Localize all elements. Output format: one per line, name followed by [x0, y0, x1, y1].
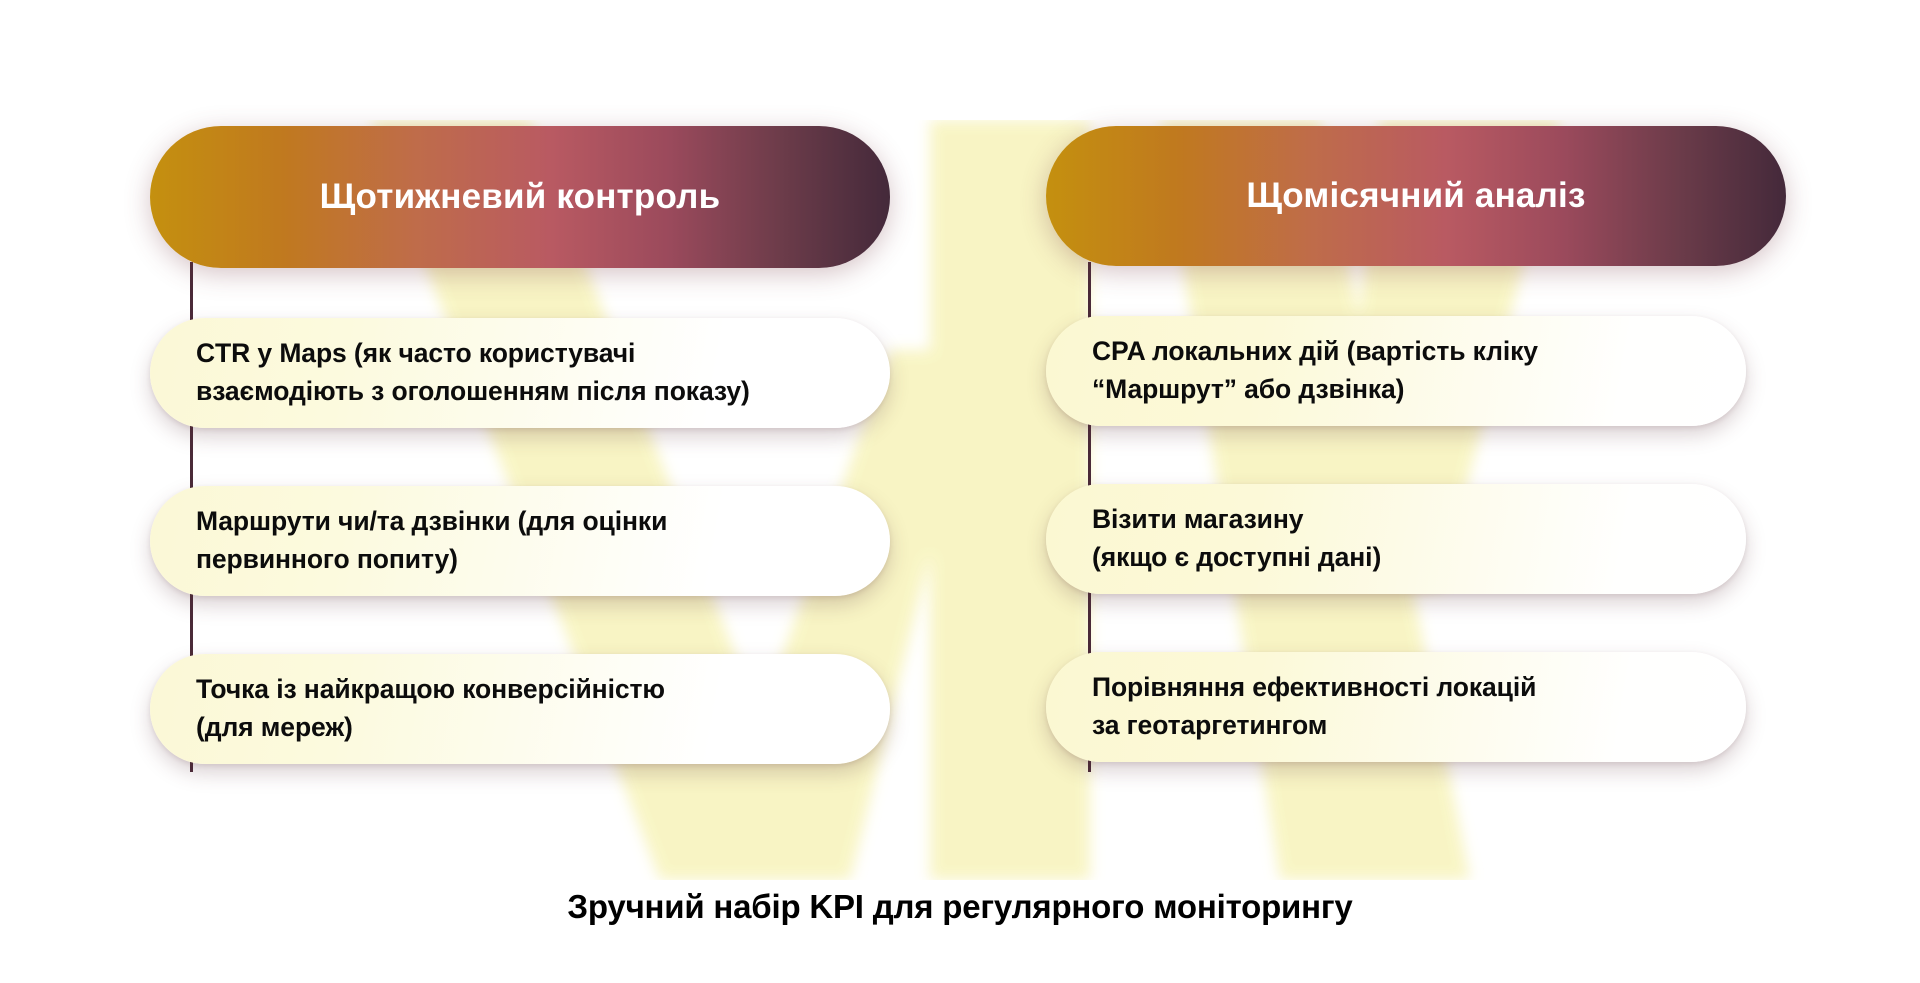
kpi-card[interactable]: Маршрути чи/та дзвінки (для оцінки перви…	[150, 486, 890, 596]
kpi-card[interactable]: CTR у Maps (як часто користувачі взаємод…	[150, 318, 890, 428]
kpi-card-text: Порівняння ефективності локацій за геота…	[1092, 672, 1537, 740]
kpi-card[interactable]: CPA локальних дій (вартість кліку “Маршр…	[1046, 316, 1746, 426]
kpi-card[interactable]: Візити магазину (якщо є доступні дані)	[1046, 484, 1746, 594]
column-header-weekly[interactable]: Щотижневий контроль	[150, 126, 890, 268]
kpi-card-text: CPA локальних дій (вартість кліку “Маршр…	[1092, 336, 1538, 404]
column-monthly: Щомісячний аналіз CPA локальних дій (вар…	[1046, 126, 1786, 762]
column-weekly: Щотижневий контроль CTR у Maps (як часто…	[150, 126, 890, 764]
kpi-card-text: CTR у Maps (як часто користувачі взаємод…	[196, 338, 750, 406]
card-list-weekly: CTR у Maps (як часто користувачі взаємод…	[150, 318, 890, 764]
kpi-card[interactable]: Точка із найкращою конверсійністю (для м…	[150, 654, 890, 764]
column-title-monthly: Щомісячний аналіз	[1246, 175, 1586, 215]
kpi-card-text: Точка із найкращою конверсійністю (для м…	[196, 674, 665, 742]
footer-caption: Зручний набір KPI для регулярного моніто…	[567, 888, 1353, 925]
column-title-weekly: Щотижневий контроль	[319, 176, 721, 216]
card-list-monthly: CPA локальних дій (вартість кліку “Маршр…	[1046, 316, 1786, 762]
column-header-monthly[interactable]: Щомісячний аналіз	[1046, 126, 1786, 266]
kpi-card-text: Маршрути чи/та дзвінки (для оцінки перви…	[196, 506, 668, 574]
kpi-card[interactable]: Порівняння ефективності локацій за геота…	[1046, 652, 1746, 762]
kpi-card-text: Візити магазину (якщо є доступні дані)	[1092, 504, 1382, 572]
